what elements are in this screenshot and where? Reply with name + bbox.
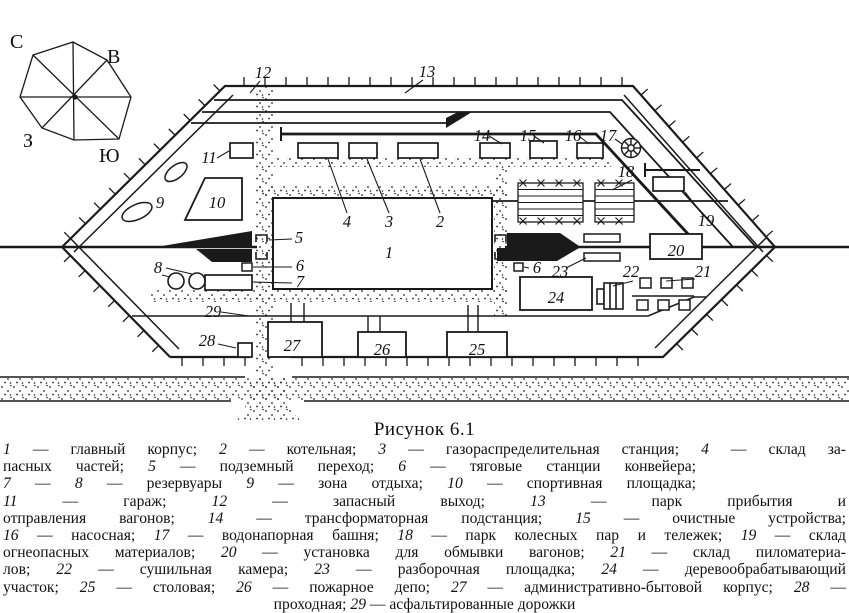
legend-line-2: пасных частей; 5 — подземный переход; 6 …	[3, 458, 697, 476]
street	[0, 376, 849, 402]
plan-label-10: 10	[209, 193, 226, 212]
building-20-washer	[649, 233, 703, 260]
sports-ground-10	[183, 177, 243, 221]
legend: 1 — главный корпус; 2 — котельная; 3 — г…	[0, 440, 849, 613]
plan-label-18: 18	[618, 162, 635, 181]
railway-lines	[0, 99, 849, 249]
compass-north-label: С	[10, 31, 23, 53]
internal-road-lines	[132, 295, 706, 317]
plan-label-21: 21	[695, 262, 712, 281]
compass-west-label: З	[23, 130, 33, 152]
plan-label-7: 7	[296, 272, 305, 291]
legend-line-4: 11 — гараж; 12 — запасный выход; 13 — па…	[3, 492, 846, 510]
reservoir-a	[167, 272, 185, 290]
platform-23b	[583, 252, 621, 262]
plan-label-23: 23	[552, 262, 569, 281]
plan-label-9: 9	[156, 193, 164, 212]
switch-wedge	[446, 112, 472, 128]
legend-line-6: 16 — насосная; 17 — водонапорная башня; …	[3, 527, 846, 545]
building-28-gatehouse	[237, 342, 253, 358]
reservoir-b	[188, 272, 206, 290]
figure-caption: Рисунок 6.1	[373, 419, 476, 440]
plan-label-6: 6	[296, 256, 305, 275]
lumber-stacks-21	[636, 277, 694, 311]
legend-line-7: огнеопасных материалов; 20 — установка д…	[3, 544, 846, 562]
drying-chamber-22	[596, 282, 624, 310]
plan-label-13: 13	[419, 62, 436, 81]
building-25-canteen	[446, 331, 508, 358]
building-1-main	[272, 197, 493, 290]
building-7-reservoir-house	[204, 274, 253, 291]
plan-label-29: 29	[205, 302, 222, 321]
building-19-flammables	[652, 176, 685, 192]
legend-line-10: проходная; 29 — асфальтированные дорожки	[273, 595, 576, 613]
plan-label-6r: 6	[533, 258, 542, 277]
compass-rose: С В З Ю	[10, 31, 132, 167]
plan-label-24: 24	[548, 288, 565, 307]
building-24-woodshop	[519, 276, 593, 311]
building-26-firestation	[357, 331, 407, 358]
plan-label-20: 20	[668, 241, 685, 260]
plan-label-22: 22	[623, 262, 640, 281]
plan-label-17: 17	[600, 126, 617, 145]
traction-station-right	[513, 262, 524, 272]
building-2-boiler	[397, 142, 439, 159]
plan-label-14: 14	[474, 126, 491, 145]
plan-label-16: 16	[565, 126, 582, 145]
wheel-park-18	[517, 179, 635, 225]
building-14-transformer	[479, 142, 511, 159]
site-plan-drawing: С В З Ю 12345667891011121314151617181920…	[0, 31, 849, 420]
plan-label-25: 25	[469, 340, 486, 359]
platform-23a	[583, 233, 621, 243]
plan-label-19: 19	[698, 211, 715, 230]
building-16-pump	[576, 142, 604, 159]
recreation-oval-a	[164, 161, 188, 183]
plan-label-28: 28	[199, 331, 216, 350]
compass-south-label: Ю	[99, 145, 120, 167]
loading-ramps	[162, 231, 579, 262]
plan-label-26: 26	[374, 340, 391, 359]
plan-label-4: 4	[343, 212, 351, 231]
site-boundary-fence	[61, 77, 777, 366]
building-11-garage	[229, 142, 254, 159]
siding-track	[281, 132, 702, 248]
leader-lines	[161, 79, 704, 349]
legend-line-1: 1 — главный корпус; 2 — котельная; 3 — г…	[3, 441, 846, 458]
arrival-track-2	[202, 111, 734, 248]
plan-label-11: 11	[201, 148, 216, 167]
plan-label-1: 1	[385, 243, 393, 262]
buildings	[121, 137, 703, 358]
building-4-spares	[297, 142, 339, 159]
legend-line-9: участок; 25 — столовая; 26 — пожарное де…	[3, 578, 846, 596]
plan-label-3: 3	[384, 212, 393, 231]
legend-line-8: лов; 22 — сушильная камера; 23 — разборо…	[3, 561, 846, 579]
building-27-admin	[267, 321, 323, 358]
building-3-gas	[348, 142, 378, 159]
underpass-portals	[255, 234, 507, 260]
plan-label-12: 12	[255, 63, 272, 82]
plan-label-15: 15	[520, 126, 537, 145]
legend-line-5: отправления вагонов; 14 — трансформаторн…	[3, 509, 846, 527]
arrival-track-1	[214, 99, 757, 248]
compass-east-label: В	[107, 46, 120, 68]
plan-label-5: 5	[295, 228, 303, 247]
plan-label-2: 2	[436, 212, 444, 231]
plan-label-8: 8	[154, 258, 163, 277]
plan-label-27: 27	[284, 336, 301, 355]
traction-station-left	[241, 262, 253, 272]
fence-ticks	[63, 77, 774, 366]
recreation-oval-b	[121, 201, 153, 223]
building-15-treatment	[529, 140, 558, 159]
legend-line-3: 7 — 8 — резервуары 9 — зона отдыха; 10 —…	[3, 475, 696, 493]
water-tower-17	[620, 137, 642, 159]
